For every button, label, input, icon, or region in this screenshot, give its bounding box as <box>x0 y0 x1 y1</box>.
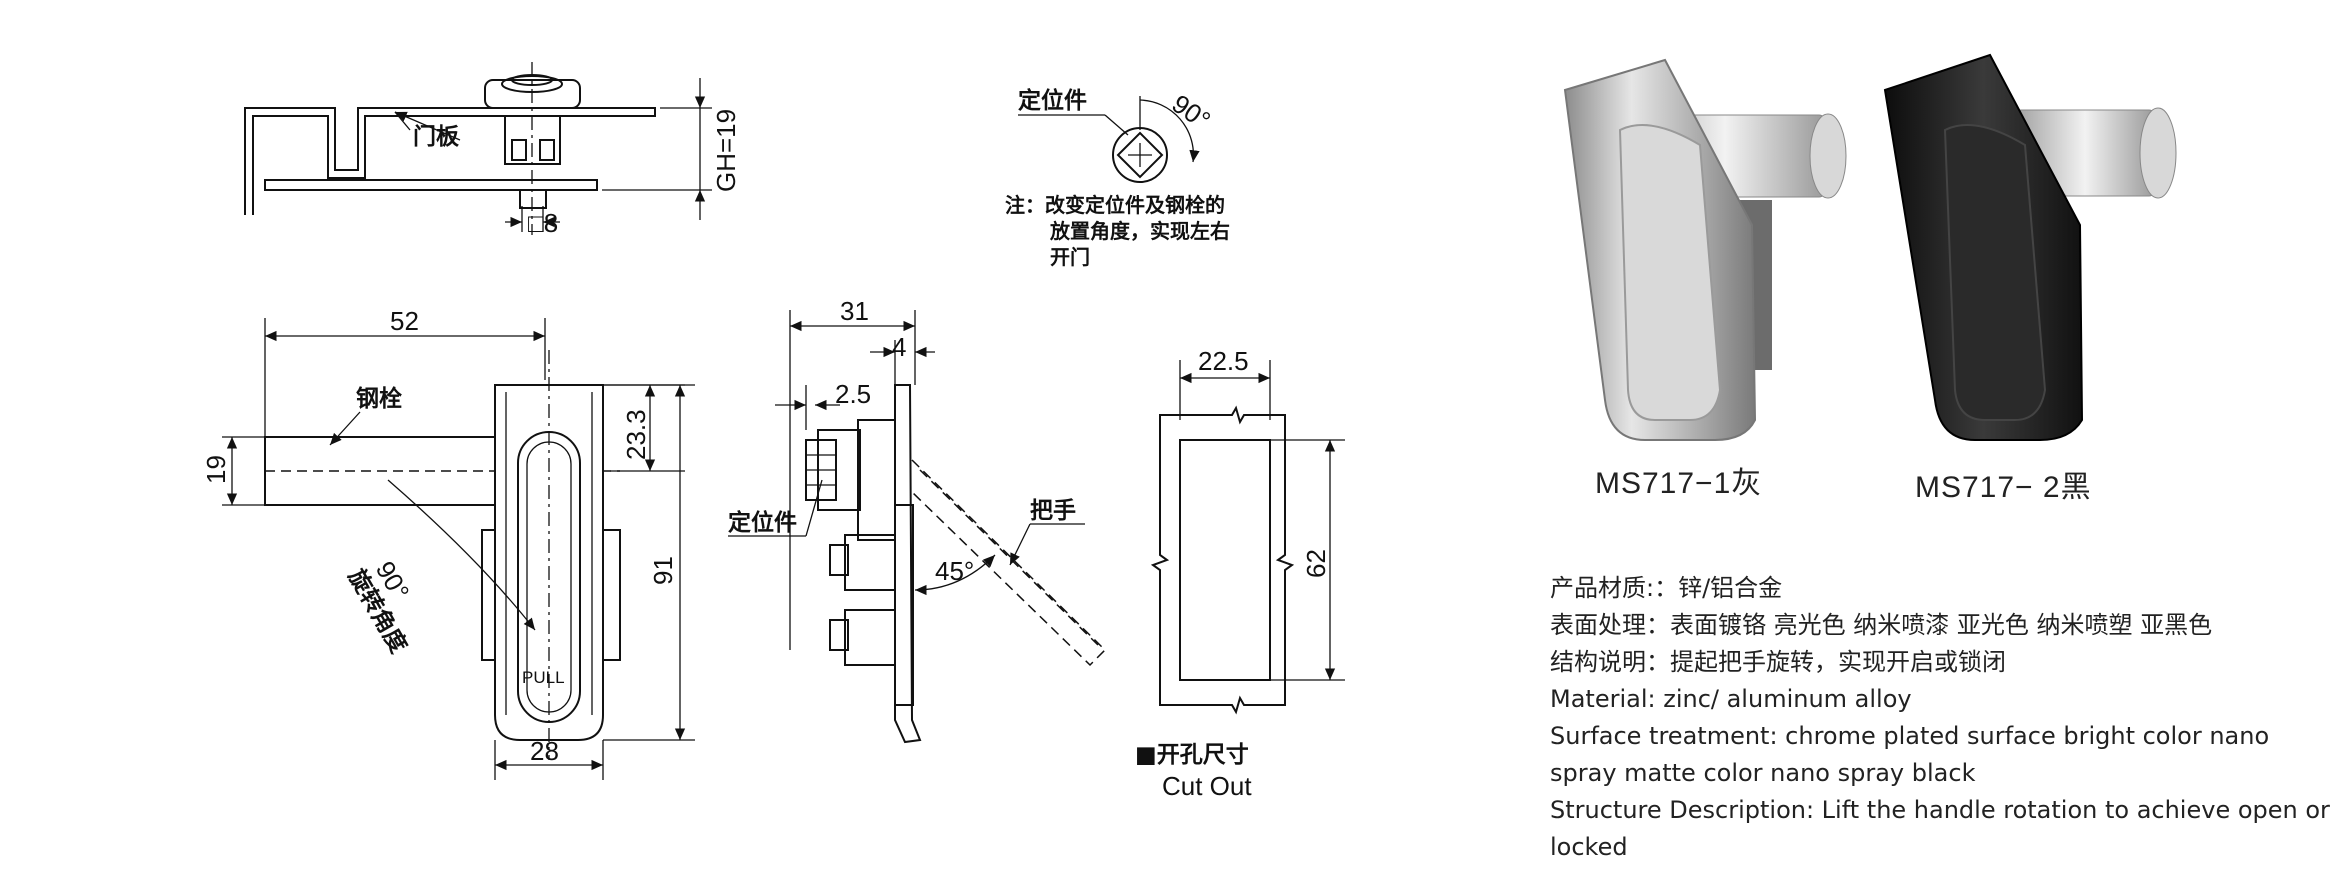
locator-detail: 定位件 90° 注：改变定位件及钢栓的 放置角度，实现左右 开门 <box>1005 87 1230 269</box>
product-model-gray: MS717−1灰 <box>1595 467 1763 500</box>
front-bottom-dimension: 28 <box>530 736 559 766</box>
front-view: 52 19 钢栓 PULL 23.3 91 28 <box>201 306 695 780</box>
bolt-height-dimension: 19 <box>201 455 231 484</box>
spec-material-cn: 产品材质:：锌/铝合金 <box>1550 574 1783 602</box>
product-photo-gray <box>1563 58 1847 441</box>
side-depth-dimension: 31 <box>840 296 869 326</box>
bolt-label: 钢栓 <box>356 386 402 412</box>
square-dimension: □8 <box>528 208 558 238</box>
locator-label-side: 定位件 <box>728 509 797 536</box>
cutout-view: 22.5 62 ■开孔尺寸 Cut Out <box>1135 346 1345 801</box>
spec-surface-en: Surface treatment: chrome plated surface… <box>1550 722 2270 787</box>
plate-dimension: 4 <box>892 332 906 362</box>
side-angle: 45° <box>935 556 974 586</box>
offset-dimension: 23.3 <box>621 409 651 460</box>
locator-angle: 90° <box>1167 88 1216 135</box>
spec-material-en: Material: zinc/ aluminum alloy <box>1550 685 1912 713</box>
spec-surface-cn: 表面处理：表面镀铬 亮光色 纳米喷漆 亚光色 纳米喷塑 亚黑色 <box>1550 611 2213 639</box>
spec-structure-cn: 结构说明：提起把手旋转，实现开启或锁闭 <box>1550 648 2006 676</box>
product-specifications: 产品材质:：锌/铝合金 表面处理：表面镀铬 亮光色 纳米喷漆 亚光色 纳米喷塑 … <box>1550 570 2340 866</box>
product-model-black: MS717− 2黑 <box>1915 471 2092 504</box>
locator-note-2: 放置角度，实现左右 <box>1049 219 1230 243</box>
cutout-title-cn: ■开孔尺寸 <box>1135 742 1249 768</box>
front-width-dimension: 52 <box>390 306 419 336</box>
front-height-dimension: 91 <box>648 556 678 585</box>
cutout-height-dimension: 62 <box>1301 549 1331 578</box>
side-offset-dimension: 2.5 <box>835 379 871 409</box>
gh-dimension: GH=19 <box>711 109 741 192</box>
product-photo-black <box>1883 53 2177 441</box>
cutout-title-en: Cut Out <box>1162 771 1252 801</box>
locator-note-3: 开门 <box>1050 245 1090 269</box>
spec-structure-en: Structure Description: Lift the handle r… <box>1550 796 2330 861</box>
locator-label-top: 定位件 <box>1018 87 1087 114</box>
top-view: □8 门板 GH=19 <box>244 62 741 238</box>
door-panel-label: 门板 <box>413 123 460 150</box>
handle-pull-text: PULL <box>522 668 565 687</box>
locator-note-1: 注：改变定位件及钢栓的 <box>1005 193 1225 217</box>
handle-label: 把手 <box>1030 498 1076 524</box>
side-view: 31 4 2.5 定位件 把手 45° <box>728 296 1107 744</box>
cutout-width-dimension: 22.5 <box>1198 346 1249 376</box>
